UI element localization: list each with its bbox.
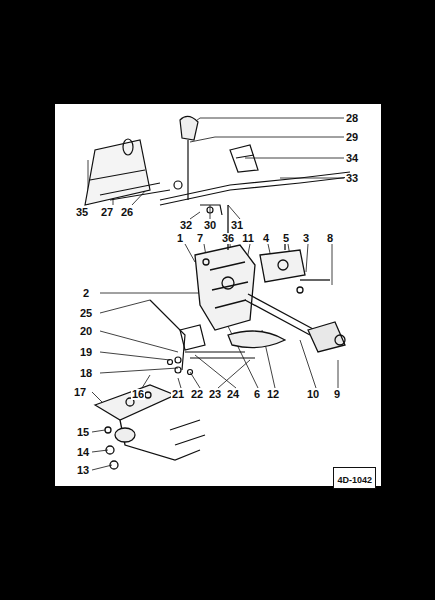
callout-number: 24	[226, 389, 240, 400]
callout-number: 19	[79, 347, 93, 358]
callout-number: 3	[302, 233, 310, 244]
callout-number: 30	[203, 220, 217, 231]
callout-number: 18	[79, 368, 93, 379]
callout-number: 5	[282, 233, 290, 244]
callout-number: 10	[306, 389, 320, 400]
callout-number: 1	[176, 233, 184, 244]
callout-number: 31	[230, 220, 244, 231]
callout-number: 15	[76, 427, 90, 438]
callout-number: 33	[345, 173, 359, 184]
callout-number: 26	[120, 207, 134, 218]
callout-number: 35	[75, 207, 89, 218]
callout-number: 22	[190, 389, 204, 400]
callout-number: 34	[345, 153, 359, 164]
callout-number: 36	[221, 233, 235, 244]
drawing-number-box: 4D-1042	[333, 467, 376, 489]
callout-number: 6	[253, 389, 261, 400]
callout-number: 29	[345, 132, 359, 143]
callout-number: 25	[79, 308, 93, 319]
callout-number: 8	[326, 233, 334, 244]
callout-number: 13	[76, 465, 90, 476]
callout-number: 27	[100, 207, 114, 218]
drawing-number: 4D-1042	[337, 475, 372, 485]
callout-number: 20	[79, 326, 93, 337]
callout-number: 28	[345, 113, 359, 124]
callout-number: 11	[241, 233, 255, 244]
callout-number: 14	[76, 447, 90, 458]
callout-number: 4	[262, 233, 270, 244]
callout-number: 9	[333, 389, 341, 400]
callout-number: 12	[266, 389, 280, 400]
callout-number: 7	[196, 233, 204, 244]
callout-number: 32	[179, 220, 193, 231]
callout-number: 21	[171, 389, 185, 400]
callout-number: 16	[131, 389, 145, 400]
callout-number: 2	[82, 288, 90, 299]
callout-number: 17	[73, 387, 87, 398]
callout-number: 23	[208, 389, 222, 400]
